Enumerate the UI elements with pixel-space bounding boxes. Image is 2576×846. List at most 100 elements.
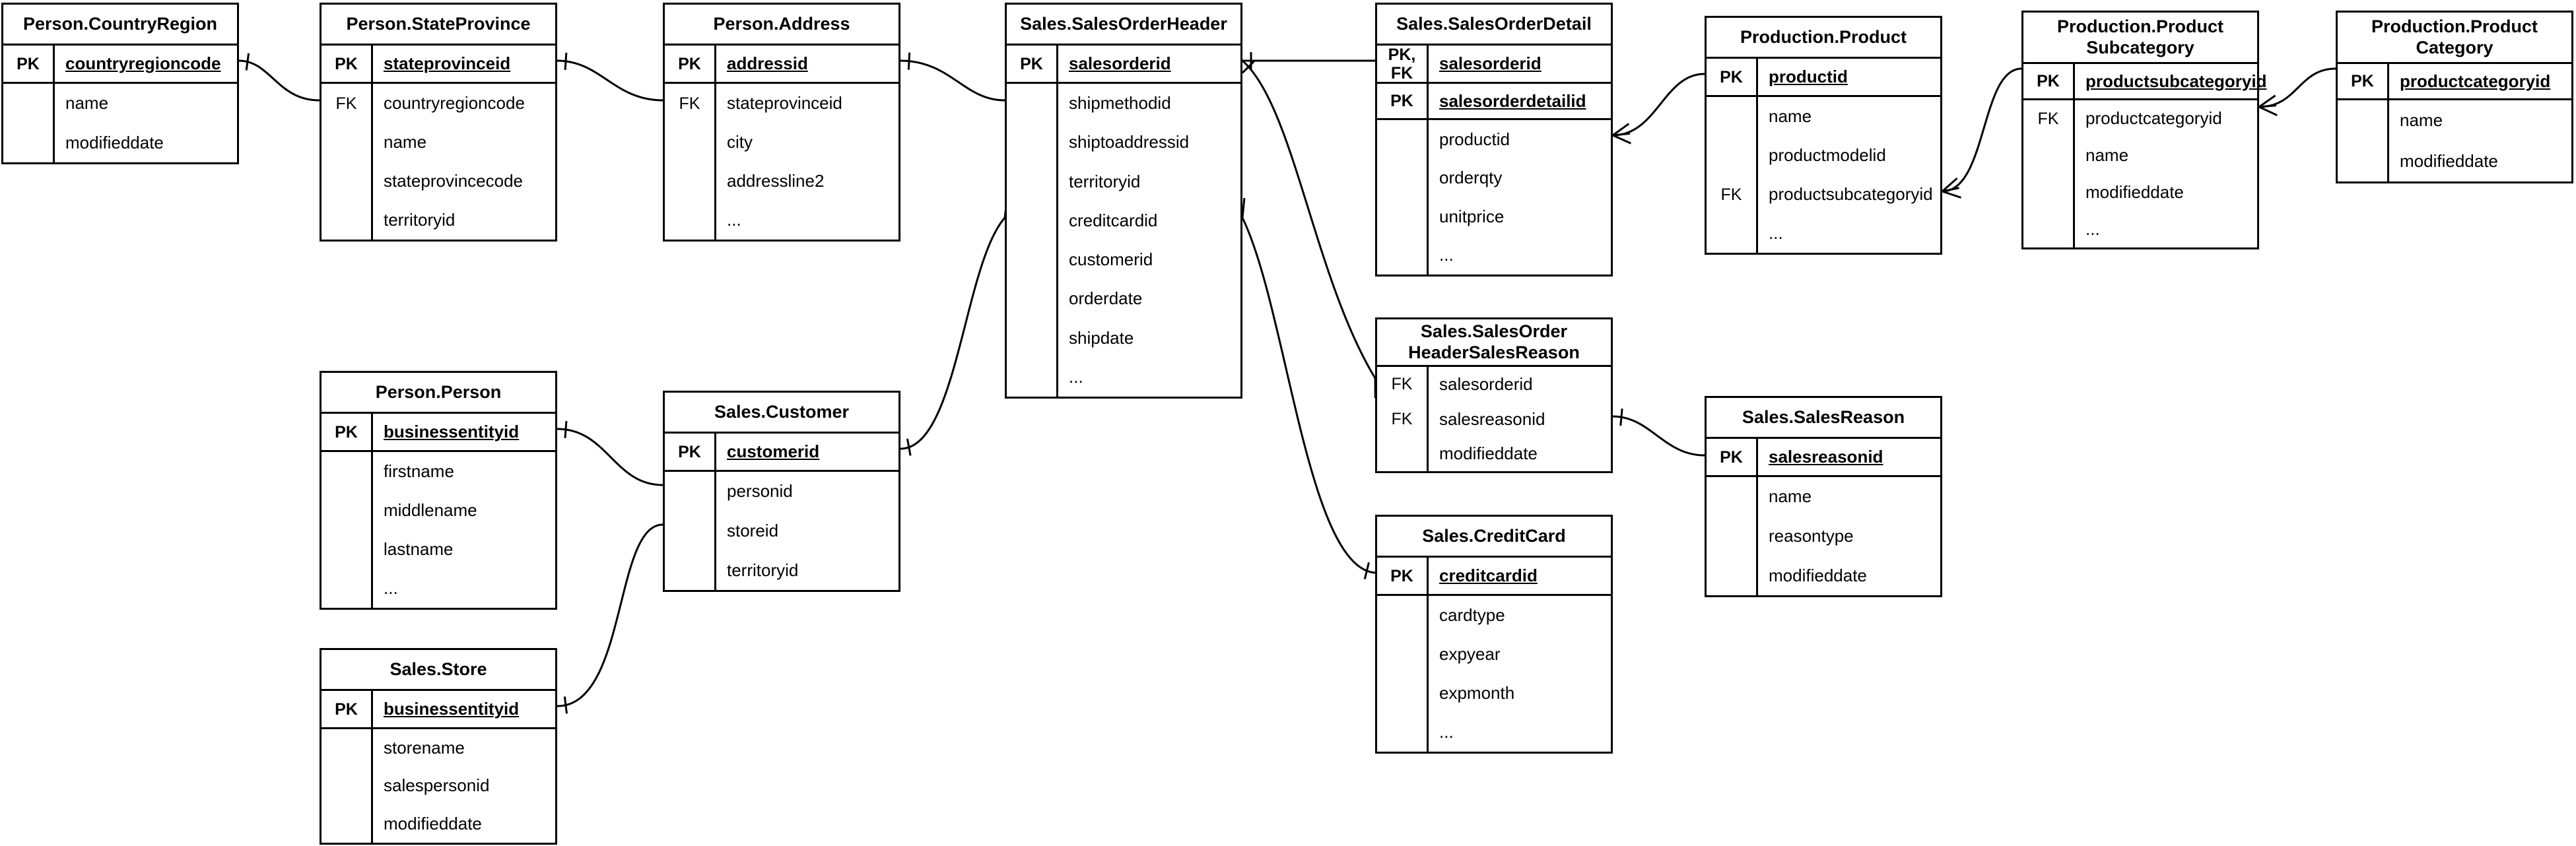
attribute-row[interactable]: modifieddate (1707, 556, 1940, 596)
attribute-row[interactable]: territoryid (322, 201, 555, 240)
attribute-row[interactable]: territoryid (1007, 162, 1240, 201)
attribute-row[interactable]: storename (322, 729, 555, 767)
attribute-row[interactable]: storeid (665, 511, 898, 551)
attribute-row[interactable]: productid (1377, 120, 1611, 159)
attribute-row[interactable]: middlename (322, 491, 555, 530)
attribute-row[interactable]: ... (1007, 357, 1240, 397)
attribute-row[interactable]: lastname (322, 530, 555, 569)
attribute-row[interactable]: expyear (1377, 635, 1611, 674)
connector-rel-stateprovince-address (557, 52, 681, 112)
attribute-name: ... (1439, 245, 1454, 265)
attribute-name: modifieddate (1439, 443, 1538, 464)
attribute-row[interactable]: name (322, 123, 555, 162)
attribute-row[interactable]: shiptoaddressid (1007, 123, 1240, 162)
attribute-key-badge (665, 511, 716, 551)
attribute-row[interactable]: ... (322, 569, 555, 608)
attribute-row[interactable]: reasontype (1707, 516, 1940, 556)
attribute-row[interactable]: personid (665, 472, 898, 511)
attribute-row[interactable]: customerid (1007, 240, 1240, 280)
attribute-row[interactable]: modifieddate (1377, 436, 1611, 472)
attribute-name: countryregioncode (65, 53, 221, 73)
attribute-row[interactable]: orderqty (1377, 158, 1611, 197)
attribute-row[interactable]: stateprovincecode (322, 162, 555, 201)
attribute-row[interactable]: modifieddate (2023, 174, 2257, 211)
attribute-row[interactable]: creditcardid (1007, 201, 1240, 240)
attribute-name: city (727, 132, 753, 152)
attribute-name: stateprovinceid (727, 93, 842, 113)
attribute-key-badge (322, 767, 373, 805)
attribute-row[interactable]: salespersonid (322, 767, 555, 805)
attribute-key-badge (665, 472, 716, 511)
attribute-row[interactable]: unitprice (1377, 197, 1611, 236)
attribute-row[interactable]: cardtype (1377, 596, 1611, 635)
attribute-row[interactable]: shipdate (1007, 318, 1240, 358)
attribute-row[interactable]: expmonth (1377, 674, 1611, 713)
attribute-key-badge: PK (665, 46, 716, 82)
attribute-row[interactable]: modifieddate (2338, 141, 2571, 181)
attribute-row[interactable]: city (665, 123, 898, 162)
attribute-row[interactable]: name (2023, 137, 2257, 174)
attribute-row[interactable]: ... (1377, 713, 1611, 752)
attribute-row[interactable]: ... (665, 201, 898, 240)
attribute-row[interactable]: territoryid (665, 550, 898, 591)
attribute-key-badge (322, 452, 373, 491)
attribute-row[interactable]: firstname (322, 452, 555, 491)
attribute-name: creditcardid (1069, 210, 1158, 230)
attribute-name: unitprice (1439, 206, 1505, 226)
attribute-row[interactable]: shipmethodid (1007, 84, 1240, 123)
attribute-row[interactable]: name (3, 84, 237, 123)
attribute-row[interactable]: orderdate (1007, 279, 1240, 319)
attribute-row[interactable]: ... (2023, 211, 2257, 247)
attribute-row[interactable]: name (2338, 100, 2571, 141)
attribute-row[interactable]: name (1707, 97, 1940, 136)
attribute-name: productcategoryid (2085, 108, 2222, 129)
attribute-key-badge (2023, 211, 2075, 247)
attribute-row[interactable]: modifieddate (322, 804, 555, 843)
attribute-row[interactable]: modifieddate (3, 123, 237, 162)
attribute-row[interactable]: productmodelid (1707, 136, 1940, 175)
attribute-key-badge (1377, 120, 1429, 159)
attribute-row[interactable]: name (1707, 477, 1940, 517)
attribute-row[interactable]: addressline2 (665, 162, 898, 201)
attribute-row[interactable]: ... (1707, 214, 1940, 253)
attribute-row[interactable]: ... (1377, 236, 1611, 275)
